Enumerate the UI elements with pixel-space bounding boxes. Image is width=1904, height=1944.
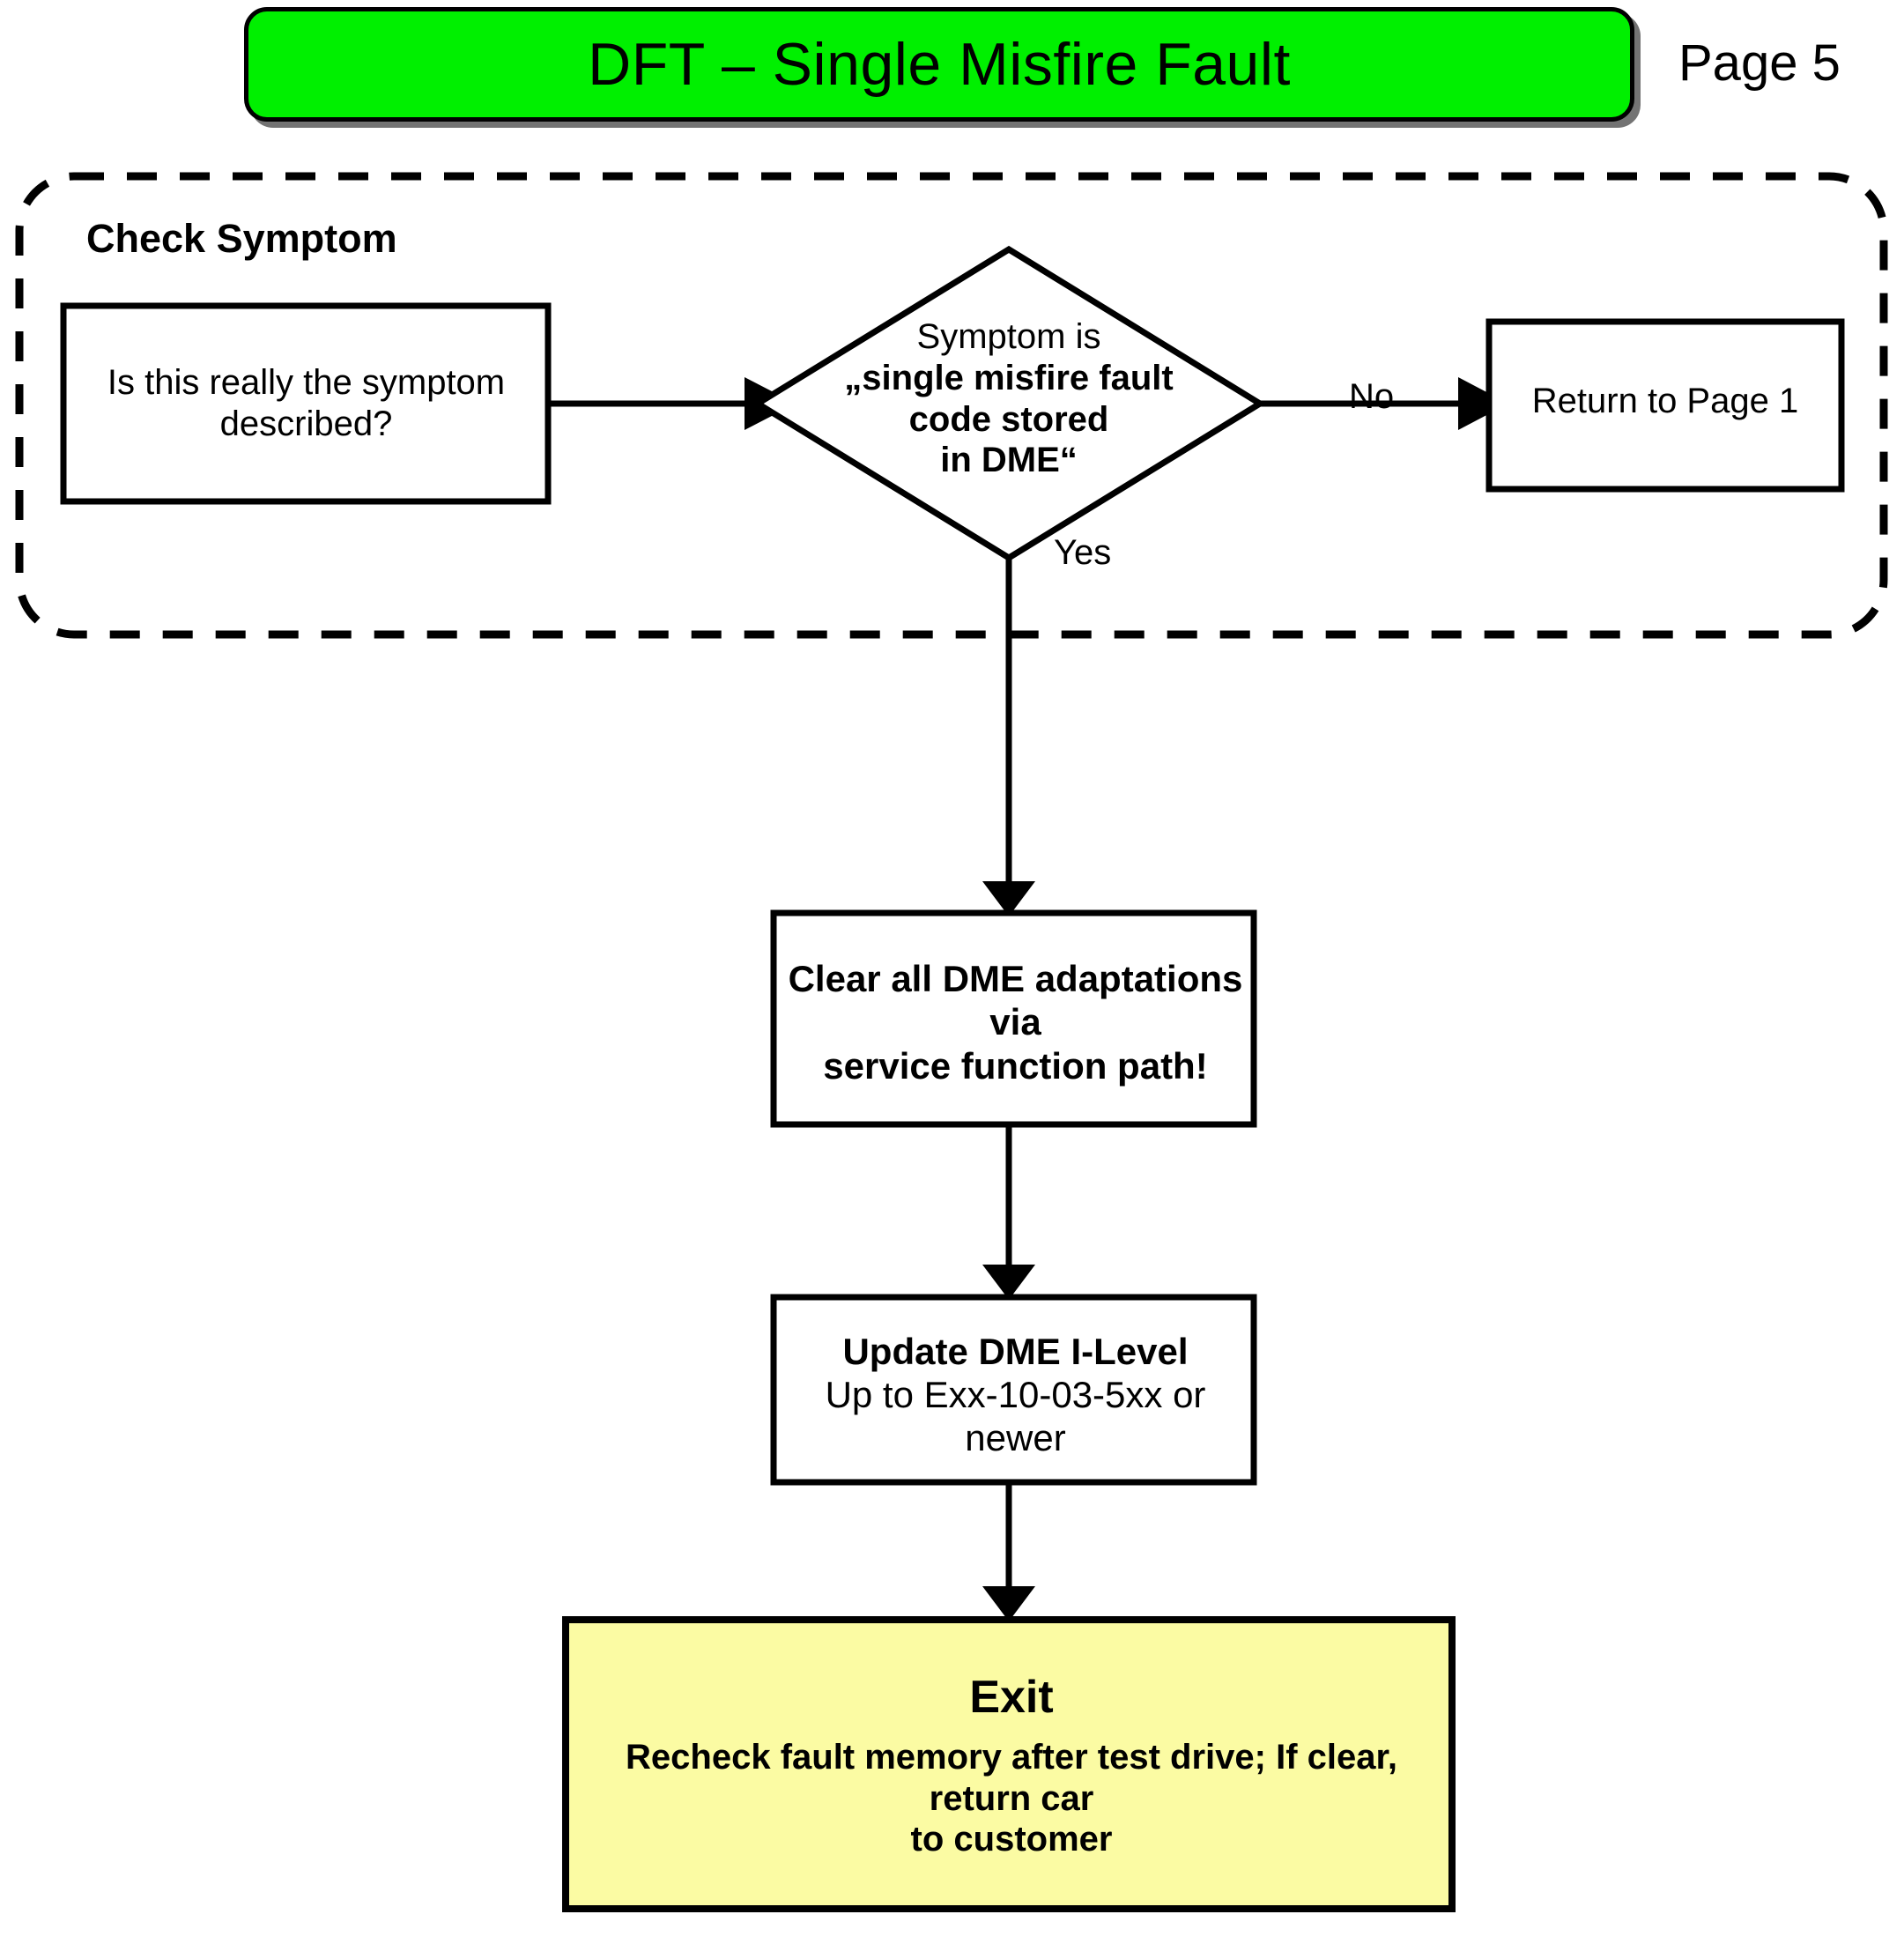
update-ilevel-label: Update DME I-Level Up to Exx-10-03-5xx o…	[780, 1304, 1251, 1485]
decision-line-4: in DME“	[940, 441, 1078, 480]
return-to-page1-label: Return to Page 1	[1531, 381, 1799, 420]
return-to-page1-box[interactable]	[1485, 318, 1845, 493]
check-symptom-group-border	[15, 172, 1888, 639]
page-title: DFT – Single Misfire Fault	[588, 31, 1291, 98]
arrowhead-to-exit	[982, 1586, 1035, 1621]
update-ilevel-box[interactable]	[770, 1294, 1257, 1486]
symptom-check-box[interactable]	[60, 302, 552, 505]
clear-adaptations-label: Clear all DME adaptations via service fu…	[788, 958, 1243, 1087]
exit-label: Exit Recheck fault memory after test dri…	[571, 1627, 1452, 1904]
check-symptom-group-label: Check Symptom	[86, 216, 397, 261]
exit-description: Recheck fault memory after test drive; I…	[626, 1737, 1397, 1859]
exit-title: Exit	[969, 1671, 1054, 1723]
symptom-check-label: Is this really the symptom described?	[107, 362, 506, 443]
clear-adaptations-box[interactable]	[770, 909, 1257, 1128]
decision-label: Symptom is „single misfire fault code st…	[780, 282, 1238, 516]
update-ilevel-line-2: Up to Exx-10-03-5xx or newer	[825, 1373, 1206, 1459]
arrowhead-to-return	[1458, 377, 1508, 430]
edge-label-yes: Yes	[1054, 533, 1112, 572]
decision-line-1: Symptom is	[916, 316, 1101, 356]
edge-label-no: No	[1349, 377, 1395, 416]
decision-line-2: „single misfire fault	[844, 358, 1174, 397]
page-number-label: Page 5	[1678, 34, 1841, 92]
arrowhead-to-update	[982, 1265, 1035, 1300]
exit-box[interactable]	[562, 1616, 1456, 1912]
decision-line-3: code stored	[908, 399, 1109, 439]
title-banner: DFT – Single Misfire Fault	[244, 7, 1634, 122]
update-ilevel-line-1: Update DME I-Level	[842, 1330, 1189, 1372]
arrowhead-to-clear	[982, 881, 1035, 916]
